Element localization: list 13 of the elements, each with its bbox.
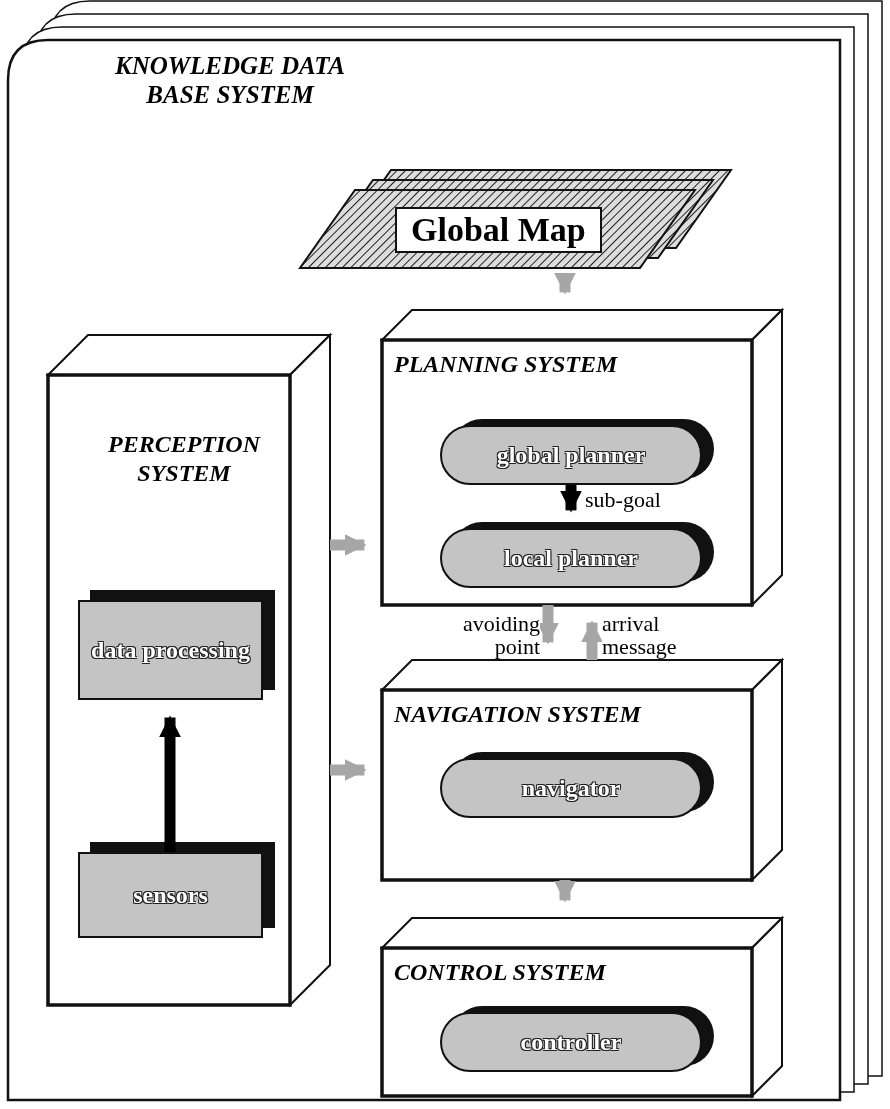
system-title: CONTROL SYSTEM [394,958,608,987]
arrow [581,620,603,660]
system-title: PERCEPTION SYSTEM [107,430,262,488]
arrow [554,880,576,903]
system-title: NAVIGATION SYSTEM [394,700,643,729]
arrow [330,534,367,556]
arrow [159,715,181,852]
arrow [560,485,582,513]
arrow [554,272,576,295]
frame-title: KNOWLEDGE DATA BASE SYSTEM [114,52,346,110]
system-title: PLANNING SYSTEM [394,350,619,379]
map-title: Global Map [395,207,602,253]
arrow [330,759,367,781]
